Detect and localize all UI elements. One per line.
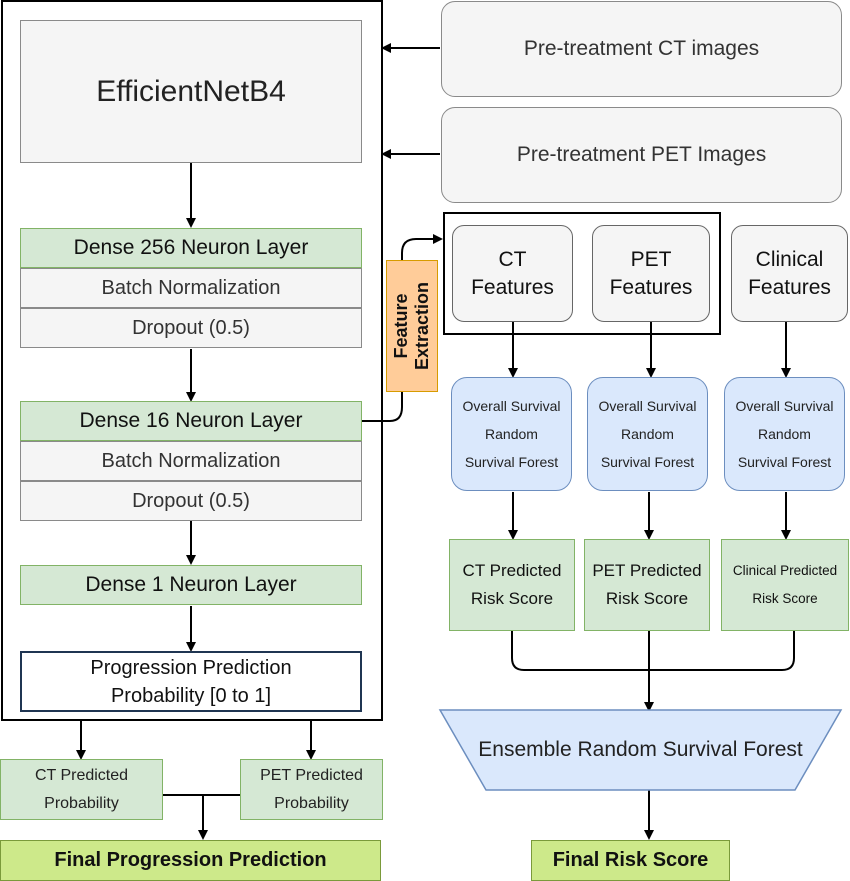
rsf-clinical-line1: Overall Survival [735,398,834,414]
pet-features-box: PET Features [592,225,710,322]
dense16-box: Dense 16 Neuron Layer [20,401,362,441]
pet-images-label: Pre-treatment PET Images [516,143,767,166]
rsf-pet-box: Overall Survival Random Survival Forest [587,377,708,491]
ensemble-box: Ensemble Random Survival Forest [440,710,841,790]
batch-norm-1-label: Batch Normalization [101,276,281,299]
dense16-label: Dense 16 Neuron Layer [79,409,303,432]
rsf-ct-line3: Survival Forest [464,454,559,470]
dropout-1-box: Dropout (0.5) [20,308,362,348]
pet-probability-line1: PET Predicted [260,766,363,784]
final-risk-label: Final Risk Score [552,849,709,871]
output-label-line2: Probability [0 to 1] [110,684,272,707]
clinical-risk-score-box: Clinical Predicted Risk Score [721,539,849,631]
cnn-frame [1,0,383,721]
rsf-pet-line3: Survival Forest [600,454,695,470]
ct-risk-line1: CT Predicted [462,561,562,580]
batch-norm-2-label: Batch Normalization [101,449,281,472]
pet-features-line1: PET [630,247,672,271]
ct-features-box: CT Features [452,225,573,322]
batch-norm-1-box: Batch Normalization [20,268,362,308]
pet-features-line2: Features [609,275,693,299]
rsf-clinical-line3: Survival Forest [737,454,832,470]
rsf-ct-line2: Random [485,426,538,442]
clinical-risk-line2: Risk Score [752,591,818,606]
ct-images-label: Pre-treatment CT images [523,37,760,60]
feature-extraction-line1: Feature [391,293,411,359]
batch-norm-2-box: Batch Normalization [20,441,362,481]
ct-features-line1: CT [498,247,527,271]
clinical-features-box: Clinical Features [731,225,848,322]
efficientnet-box: EfficientNetB4 [20,20,362,163]
dropout-1-label: Dropout (0.5) [132,316,250,339]
ct-probability-line1: CT Predicted [34,766,129,784]
efficientnet-label: EfficientNetB4 [96,74,286,108]
rsf-clinical-box: Overall Survival Random Survival Forest [724,377,845,491]
pet-probability-box: PET Predicted Probability [240,759,383,820]
pet-risk-score-box: PET Predicted Risk Score [584,539,710,631]
ct-features-line2: Features [471,275,554,299]
dense256-label: Dense 256 Neuron Layer [73,236,309,259]
final-risk-box: Final Risk Score [531,840,730,881]
feature-extraction-line2: Extraction [412,281,432,371]
ct-probability-box: CT Predicted Probability [0,759,163,820]
ensemble-label: Ensemble Random Survival Forest [478,738,803,761]
ct-probability-line2: Probability [44,794,119,812]
output-label-line1: Progression Prediction [90,656,292,679]
pet-probability-line2: Probability [274,794,349,812]
ct-risk-score-box: CT Predicted Risk Score [449,539,575,631]
final-progression-box: Final Progression Prediction [0,840,381,881]
dropout-2-box: Dropout (0.5) [20,481,362,521]
feature-extraction-label: Feature Extraction [391,282,433,370]
rsf-ct-box: Overall Survival Random Survival Forest [451,377,572,491]
feature-extraction-box: Feature Extraction [386,260,438,392]
pet-risk-line1: PET Predicted [592,561,702,580]
final-progression-label: Final Progression Prediction [54,849,327,871]
ensemble-shape [438,709,843,791]
ct-images-input: Pre-treatment CT images [441,1,842,97]
pet-images-input: Pre-treatment PET Images [441,107,842,203]
output-box: Progression Prediction Probability [0 to… [20,651,362,712]
rsf-pet-line1: Overall Survival [598,398,697,414]
clinical-risk-line1: Clinical Predicted [732,563,838,578]
rsf-clinical-line2: Random [758,426,811,442]
imaging-features-frame [443,212,721,335]
rsf-ct-line1: Overall Survival [462,398,561,414]
ct-risk-line2: Risk Score [470,589,554,608]
rsf-pet-line2: Random [621,426,674,442]
dense1-label: Dense 1 Neuron Layer [85,573,297,596]
dropout-2-label: Dropout (0.5) [132,489,250,512]
pet-risk-line2: Risk Score [605,589,689,608]
risk-merge-connector [511,631,795,671]
dense1-box: Dense 1 Neuron Layer [20,565,362,605]
clinical-features-line2: Features [748,275,831,299]
clinical-features-line1: Clinical [755,247,824,271]
dense256-box: Dense 256 Neuron Layer [20,228,362,268]
